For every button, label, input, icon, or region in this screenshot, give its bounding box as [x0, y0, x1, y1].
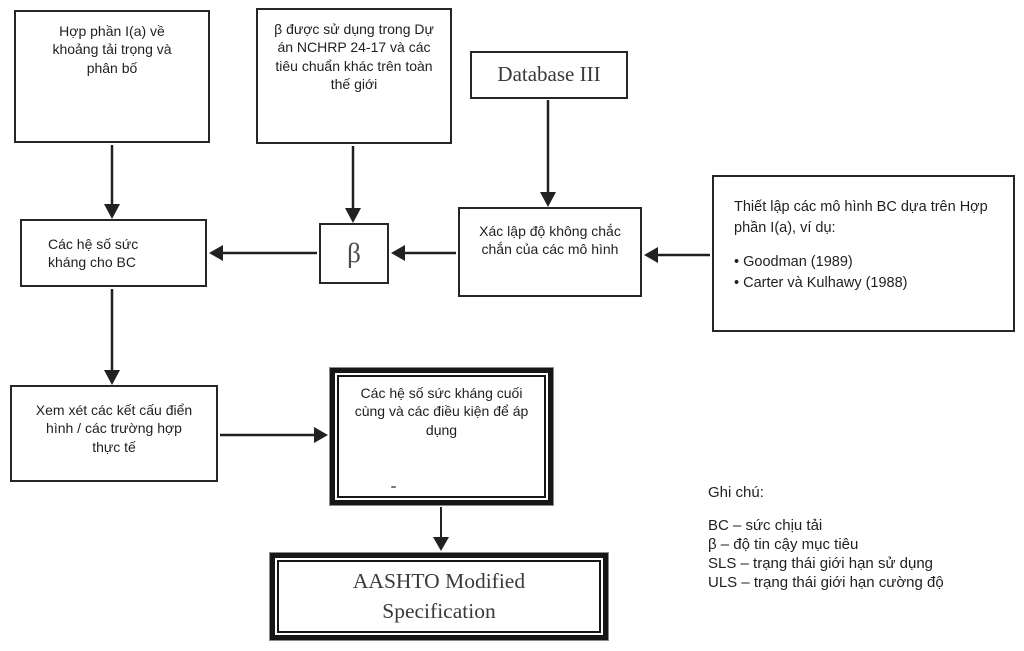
box-thiet-lap-intro: Thiết lập các mô hình BC dựa trên Hợp ph… — [734, 199, 988, 236]
legend-item-uls: ULS – trạng thái giới hạn cường độ — [708, 574, 944, 591]
box-xem-xet-label: Xem xét các kết cấu điển hình / các trườ… — [35, 402, 193, 455]
bullet-goodman: • Goodman (1989) — [734, 254, 853, 271]
arrow-xemxet-to-final — [220, 427, 328, 443]
aashto-line-1: AASHTO Modified — [352, 569, 526, 594]
box-database-iii: Database III — [470, 51, 628, 99]
box-he-so-suc-khang: Các hệ số sức kháng cho BC — [20, 219, 207, 287]
bullet-carter-kulhawy: • Carter và Kulhawy (1988) — [734, 274, 908, 291]
legend-item-bc: BC – sức chịu tải — [708, 517, 823, 534]
box-he-so-suc-khang-label: Các hệ số sức kháng cho BC — [48, 235, 139, 270]
box-beta-nchrp: β được sử dụng trong Dự án NCHRP 24-17 v… — [256, 8, 452, 144]
legend-notes: Ghi chú: BC – sức chịu tải β – độ tin cậ… — [708, 483, 944, 592]
box-hop-phan-i-a: Hợp phần I(a) về khoảng tải trọng và phâ… — [14, 10, 210, 143]
box-final-label: Các hệ số sức kháng cuối cùng và các điề… — [354, 385, 529, 438]
arrow-beta-to-hesokhang — [209, 245, 317, 261]
box-thiet-lap-mo-hinh: Thiết lập các mô hình BC dựa trên Hợp ph… — [712, 175, 1015, 332]
arrow-xaclap-to-beta — [391, 245, 456, 261]
box-beta-node: β — [319, 223, 389, 284]
box-hop-phan-label: Hợp phần I(a) về khoảng tải trọng và phâ… — [52, 23, 172, 76]
arrow-hopphan-to-hesokhang — [104, 145, 120, 219]
arrow-final-to-aashto — [433, 507, 449, 551]
box-xac-lap-label: Xác lập độ không chắc chắn của các mô hì… — [479, 223, 621, 258]
legend-title: Ghi chú: — [708, 484, 764, 501]
arrow-hesokhang-to-xemxet — [104, 289, 120, 385]
stray-mark — [391, 486, 396, 488]
arrow-nchrp-to-beta — [345, 146, 361, 223]
box-beta-nchrp-label: β được sử dụng trong Dự án NCHRP 24-17 v… — [274, 21, 434, 93]
arrow-thietlap-to-xaclap — [644, 247, 710, 263]
box-xac-lap-mo-hinh: Xác lập độ không chắc chắn của các mô hì… — [458, 207, 642, 297]
legend-item-beta: β – độ tin cậy mục tiêu — [708, 536, 859, 553]
box-database-iii-label: Database III — [497, 62, 601, 87]
box-final-he-so: Các hệ số sức kháng cuối cùng và các điề… — [330, 368, 553, 505]
aashto-line-2: Specification — [382, 598, 496, 623]
box-aashto-spec: AASHTO Modified Specification — [270, 553, 608, 640]
beta-symbol: β — [347, 237, 361, 268]
box-xem-xet-ket-cau: Xem xét các kết cấu điển hình / các trườ… — [10, 385, 218, 482]
legend-item-sls: SLS – trạng thái giới hạn sử dụng — [708, 555, 934, 572]
arrow-database-to-xaclap — [540, 100, 556, 207]
